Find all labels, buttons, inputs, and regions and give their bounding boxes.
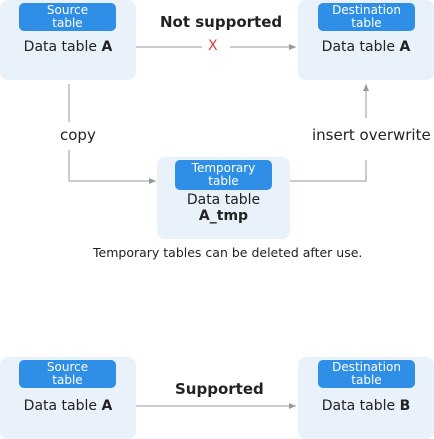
temporary-tag-text: Temporary table: [191, 161, 256, 188]
temporary-tag: Temporary table: [175, 160, 272, 190]
bottom-heading: Supported: [175, 380, 264, 398]
top-destination-tag: Destination table: [318, 3, 415, 31]
top-destination-tag-text: Destination table: [332, 3, 401, 30]
top-heading: Not supported: [160, 13, 283, 31]
top-destination-label: Data table A: [321, 39, 411, 55]
bottom-source-tag: Source table: [19, 360, 116, 388]
bottom-destination-label: Data table B: [321, 398, 411, 414]
copy-label: copy: [60, 126, 96, 144]
cross-mark: X: [208, 38, 218, 54]
bottom-source-tag-text: Source table: [46, 360, 89, 387]
temporary-label: Data table A_tmp: [186, 192, 261, 224]
bottom-destination-tag: Destination table: [318, 360, 415, 388]
bottom-source-label: Data table A: [23, 398, 113, 414]
insert-line-lower: [290, 160, 367, 182]
bottom-destination-tag-text: Destination table: [332, 360, 401, 387]
insert-overwrite-label: insert overwrite: [312, 126, 431, 144]
top-source-label: Data table A: [23, 39, 113, 55]
top-source-tag: Source table: [19, 3, 116, 31]
temporary-note: Temporary tables can be deleted after us…: [93, 245, 363, 260]
copy-line-lower: [68, 150, 156, 184]
top-source-tag-text: Source table: [46, 3, 89, 30]
